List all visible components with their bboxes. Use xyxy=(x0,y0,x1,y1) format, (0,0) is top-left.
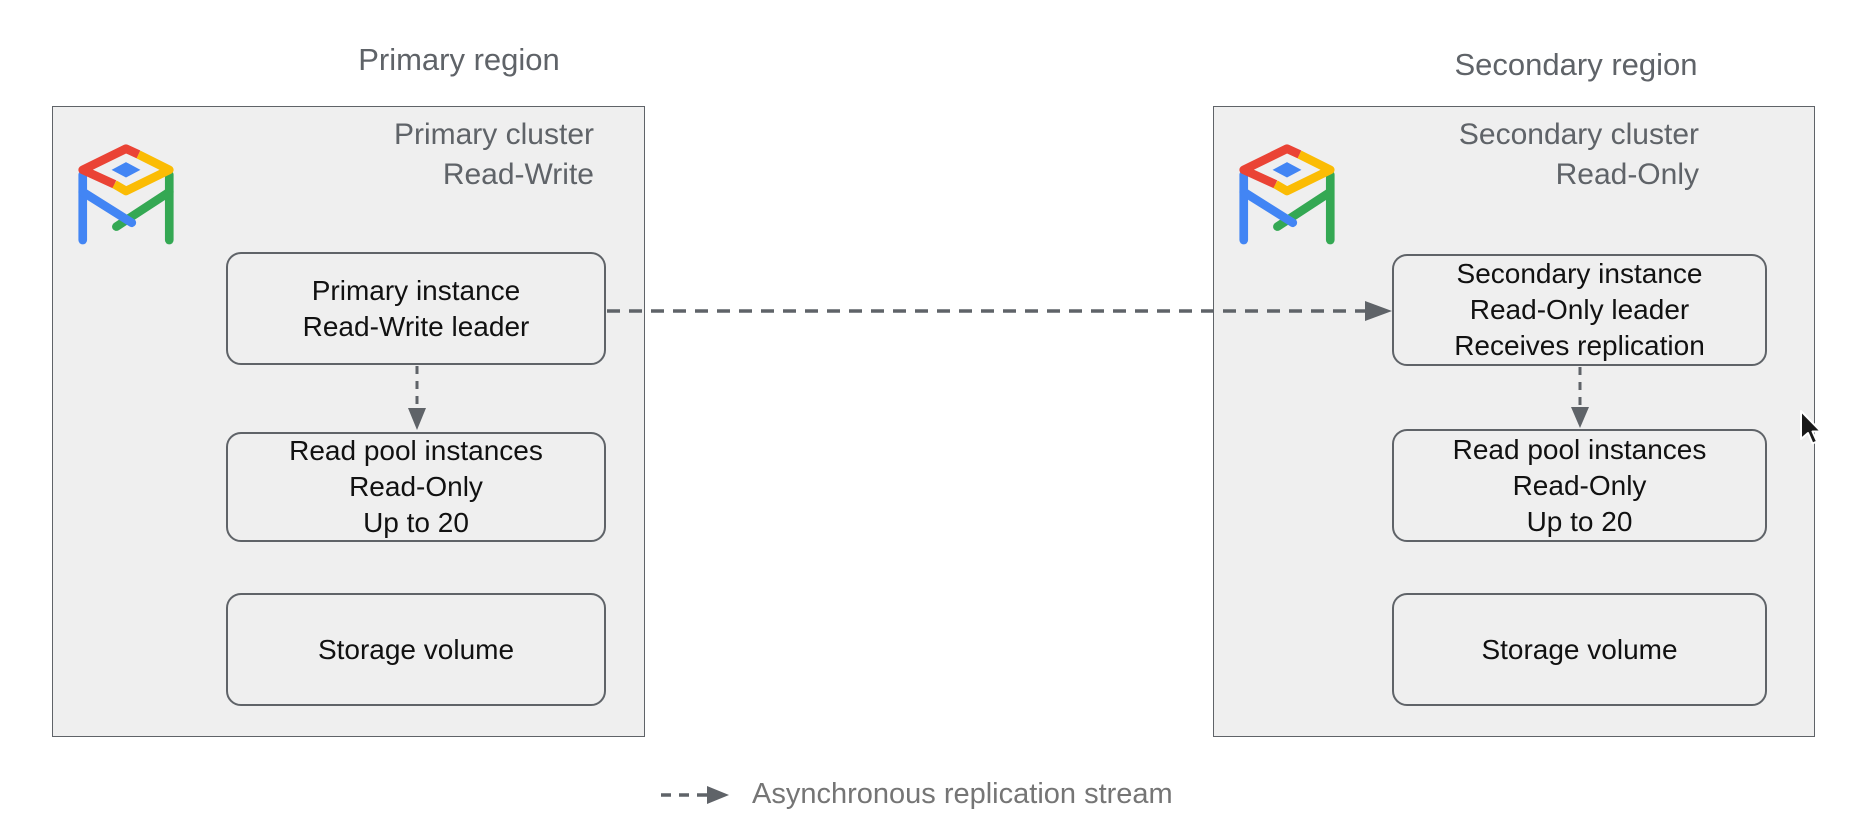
secondary-instance-node: Secondary instance Read-Only leader Rece… xyxy=(1392,254,1767,366)
node-text-line: Read-Write leader xyxy=(302,310,530,342)
mouse-cursor-icon xyxy=(1800,410,1822,445)
primary-cluster-title: Primary cluster Read-Write xyxy=(294,115,594,195)
node-text-line: Secondary instance xyxy=(1456,258,1703,289)
secondary-storage-node: Storage volume xyxy=(1392,593,1767,706)
secondary-region-label: Secondary region xyxy=(1454,47,1698,82)
replication-stream-arrow xyxy=(607,301,1392,321)
node-text-line: Read-Only xyxy=(1512,469,1647,501)
secondary-cluster-title-line1: Secondary cluster xyxy=(1458,118,1699,151)
node-text-line: Read-Only xyxy=(349,471,483,502)
secondary-cluster-title: Secondary cluster Read-Only xyxy=(1399,115,1699,195)
alloydb-icon xyxy=(1239,144,1335,245)
primary-instance-to-readpool-arrow xyxy=(408,366,426,430)
node-text-line: Up to 20 xyxy=(1526,505,1633,537)
alloydb-icon xyxy=(78,144,174,245)
secondary-instance-to-readpool-arrow xyxy=(1571,367,1589,428)
node-text-line: Up to 20 xyxy=(363,507,469,538)
primary-cluster-title-line1: Primary cluster xyxy=(393,118,594,151)
secondary-cluster-title-line2: Read-Only xyxy=(1555,158,1699,191)
node-text-line: Read-Only leader xyxy=(1469,294,1690,325)
legend-dashed-arrow-icon xyxy=(661,786,729,804)
primary-region-label: Primary region xyxy=(358,42,560,77)
primary-cluster-title-line2: Read-Write xyxy=(442,158,594,191)
legend-label: Asynchronous replication stream xyxy=(752,778,1173,810)
node-text-line: Storage volume xyxy=(1481,633,1678,665)
node-text-line: Storage volume xyxy=(317,633,515,665)
node-text-line: Read pool instances xyxy=(1452,433,1707,465)
secondary-cluster-box: Secondary cluster Read-Only Secondary in… xyxy=(1213,106,1815,737)
primary-instance-node: Primary instance Read-Write leader xyxy=(226,252,606,365)
primary-read-pool-node: Read pool instances Read-Only Up to 20 xyxy=(226,432,606,542)
node-text-line: Primary instance xyxy=(311,274,521,306)
primary-storage-node: Storage volume xyxy=(226,593,606,706)
node-text-line: Receives replication xyxy=(1454,330,1705,361)
secondary-read-pool-node: Read pool instances Read-Only Up to 20 xyxy=(1392,429,1767,542)
node-text-line: Read pool instances xyxy=(289,435,543,466)
primary-cluster-box: Primary cluster Read-Write Primary insta… xyxy=(52,106,645,737)
